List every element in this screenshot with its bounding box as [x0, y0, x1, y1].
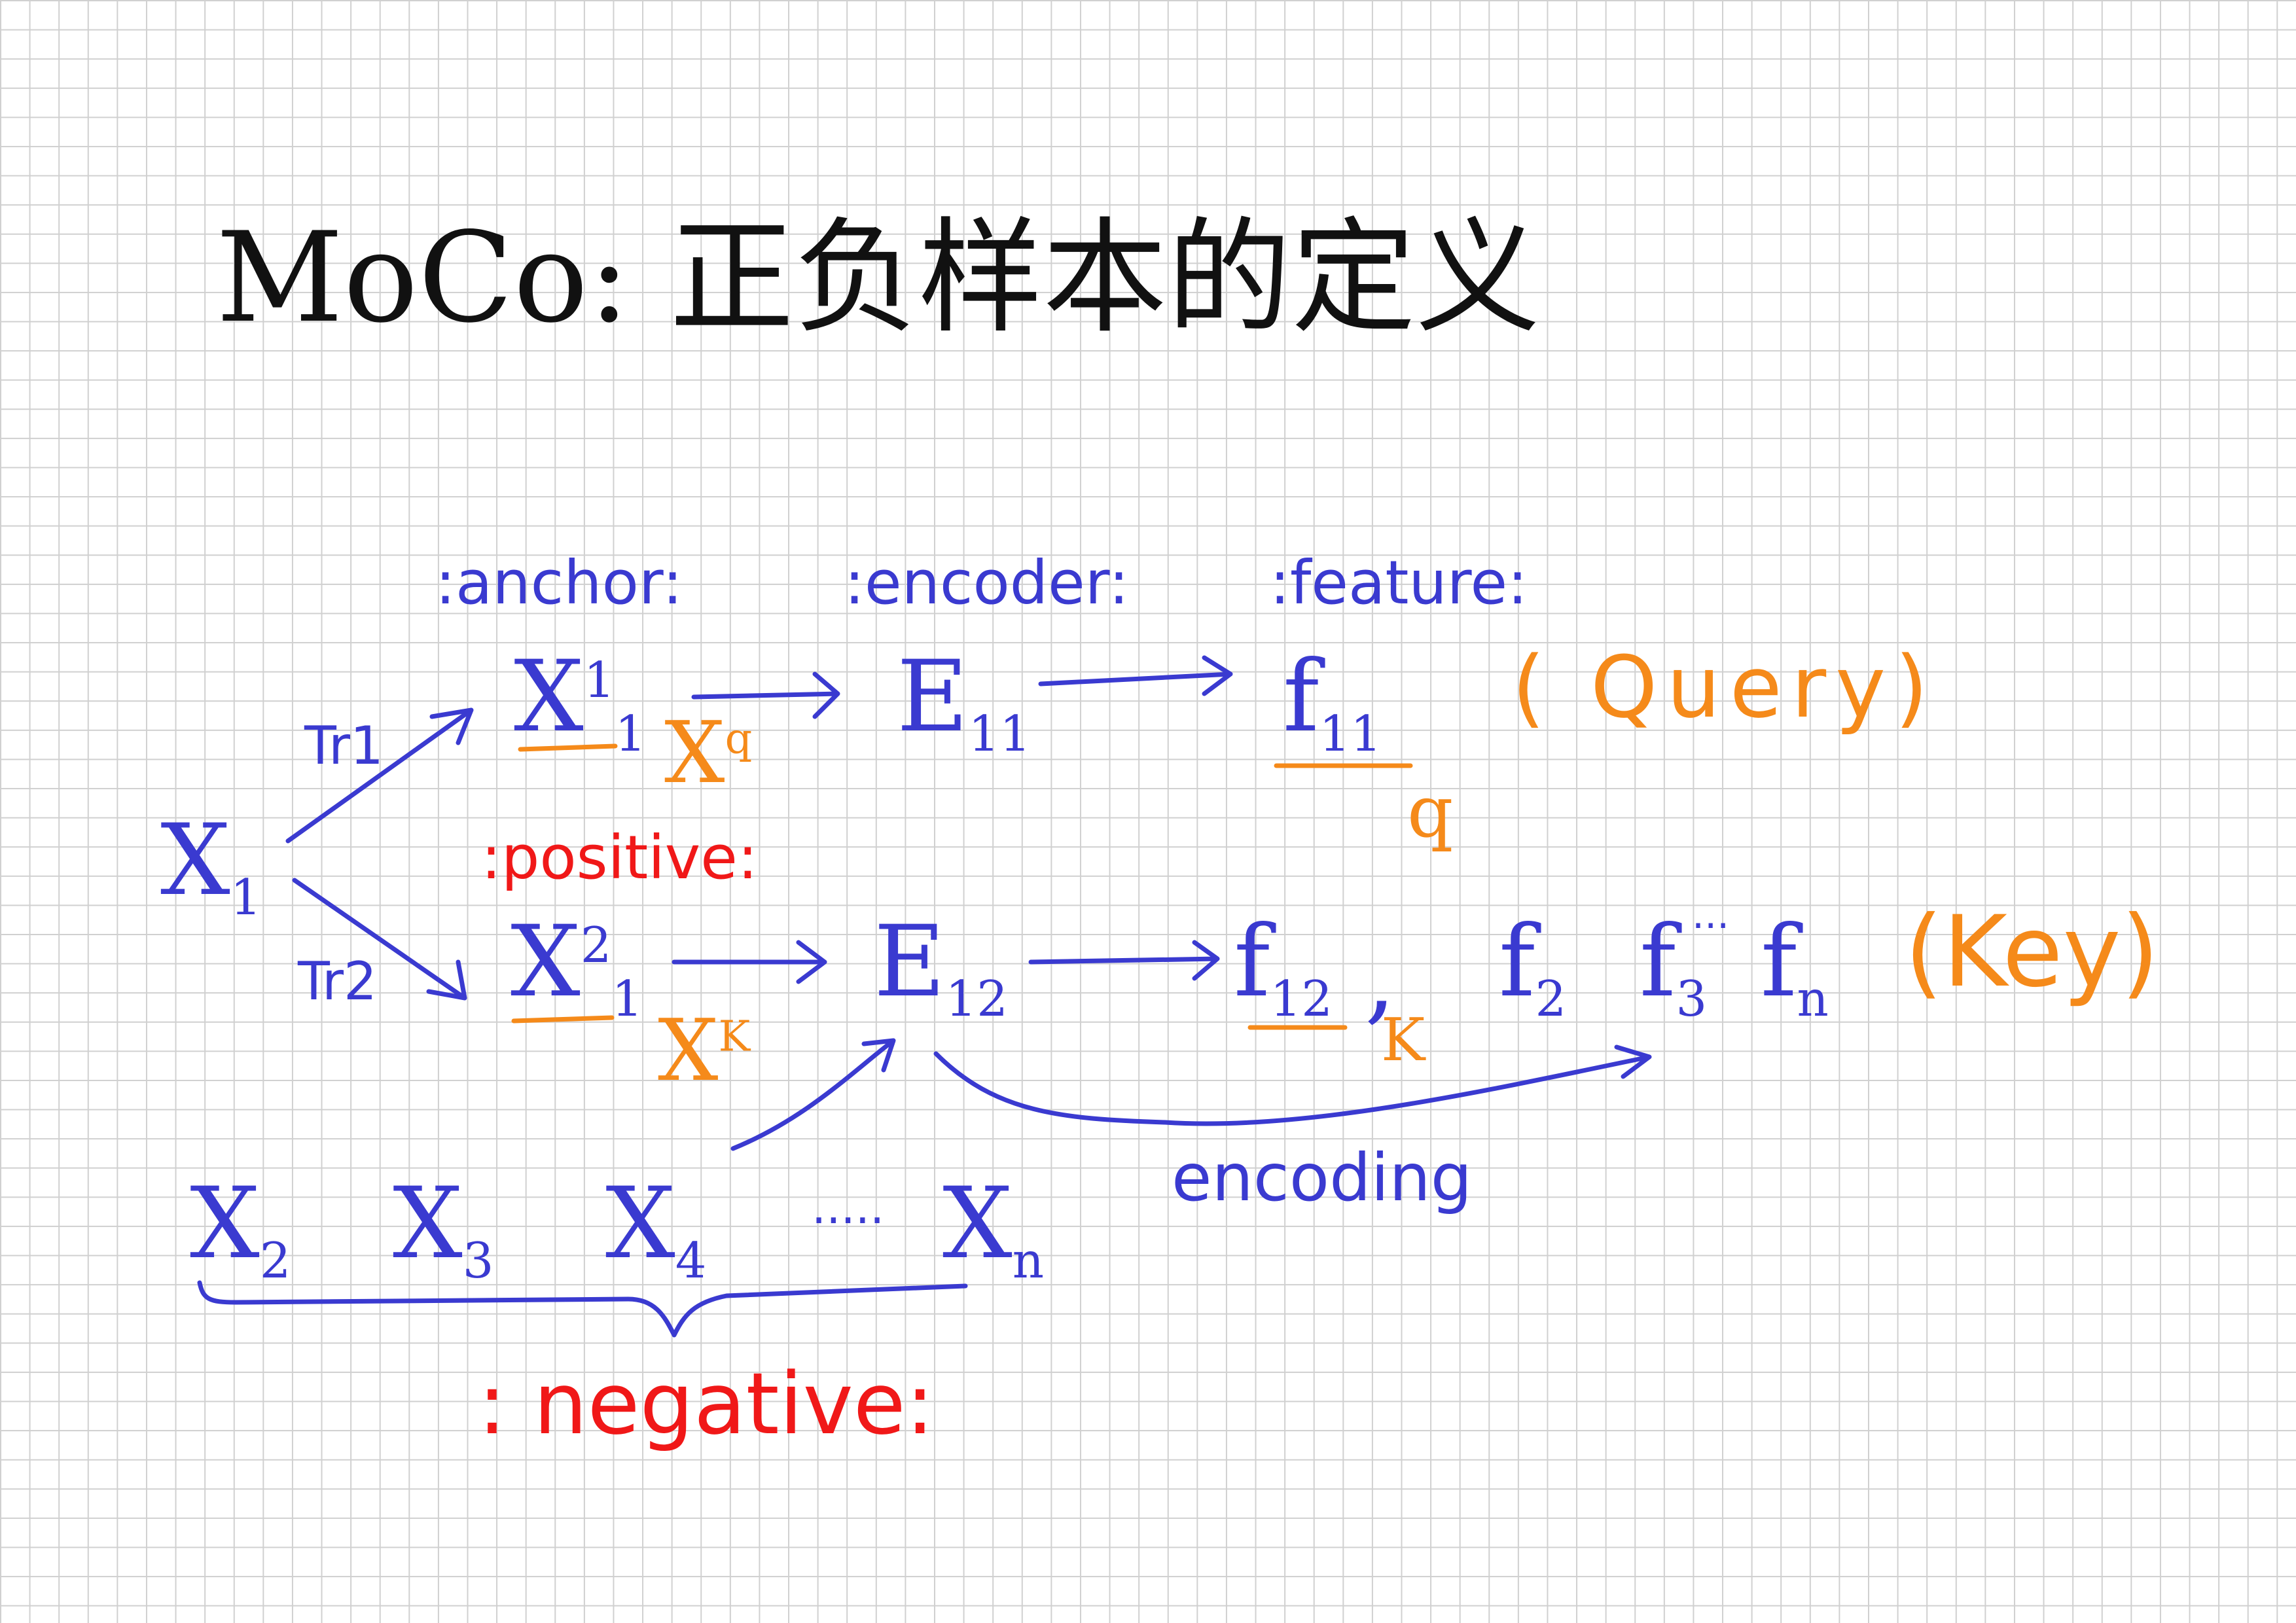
- node-x2: X2: [190, 1167, 291, 1289]
- negative-label: : negative:: [478, 1354, 935, 1454]
- node-x4: X4: [605, 1167, 707, 1289]
- encoder-label: :encoder:: [844, 548, 1129, 618]
- key-label: (Key): [1905, 895, 2159, 1009]
- arrow-x12-e12: [672, 940, 827, 984]
- node-x3: X3: [393, 1167, 494, 1289]
- feature-label: :feature:: [1270, 548, 1528, 618]
- node-f11: f11: [1283, 640, 1382, 762]
- q-label: q: [1407, 770, 1454, 853]
- node-x1-1: X11: [514, 640, 647, 762]
- node-f12: f12: [1234, 905, 1333, 1027]
- xq-label: Xq: [664, 703, 753, 802]
- negative-brace: [197, 1280, 968, 1338]
- encoding-label: encoding: [1172, 1139, 1473, 1216]
- node-f3: f3: [1640, 905, 1708, 1027]
- tr1-label: Tr1: [304, 715, 384, 776]
- underline-x11: [518, 743, 618, 752]
- ellipsis-f: ···: [1692, 903, 1730, 949]
- underline-x12: [511, 1015, 615, 1024]
- page-title: MoCo: 正负样本的定义: [216, 205, 1541, 350]
- arrow-encoding: [933, 1044, 1652, 1126]
- arrow-x11-e11: [691, 671, 840, 719]
- k-label: K: [1381, 1006, 1426, 1075]
- node-xn: Xn: [942, 1167, 1045, 1289]
- arrow-e12-f12: [1028, 940, 1220, 981]
- ellipsis-x: ·····: [812, 1194, 885, 1247]
- positive-label: :positive:: [481, 823, 758, 893]
- anchor-label: :anchor:: [435, 548, 683, 618]
- xk-label: XK: [658, 1001, 751, 1100]
- tr2-arrow: [292, 878, 467, 1001]
- node-fn: fn: [1761, 905, 1829, 1027]
- node-x1: X1: [160, 804, 262, 926]
- query-label: ( Query): [1512, 637, 1937, 737]
- node-e11: E11: [897, 640, 1031, 762]
- tr1-arrow: [285, 707, 474, 844]
- arrow-neg-e12: [730, 1038, 896, 1151]
- comma: ,: [1365, 921, 1396, 1035]
- arrow-e11-f11: [1038, 655, 1233, 696]
- node-f2: f2: [1499, 905, 1567, 1027]
- node-e12: E12: [874, 905, 1008, 1027]
- node-x1-2: X21: [511, 905, 643, 1027]
- tr2-label: Tr2: [298, 951, 377, 1012]
